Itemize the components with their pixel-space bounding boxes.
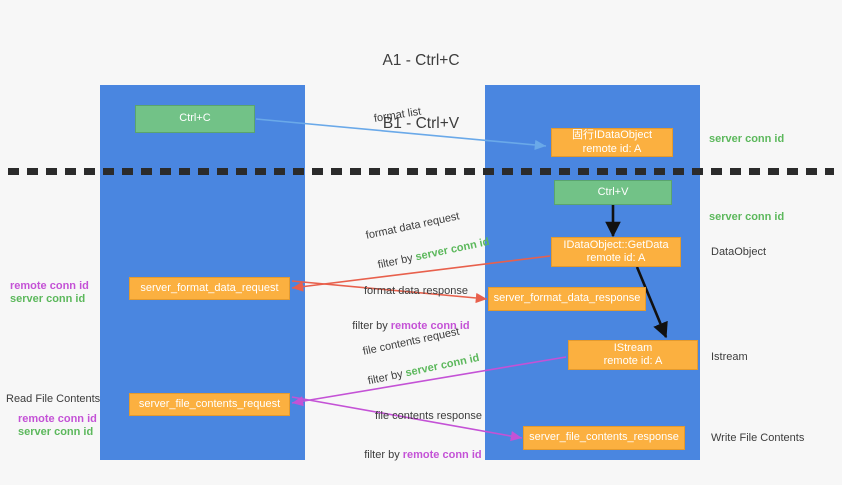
arrow-format-list <box>255 118 547 151</box>
box-server-file-contents-response[interactable]: server_file_contents_response <box>523 426 685 450</box>
filter-prefix: filter by <box>364 449 403 461</box>
filter-value-server-conn-id: server conn id <box>404 351 481 380</box>
filter-value-remote-conn-id: remote conn id <box>402 449 482 461</box>
diagram-title: A1 - Ctrl+C B1 - Ctrl+V <box>0 8 842 176</box>
annotation-dataobject: DataObject <box>711 246 767 258</box>
box-getdata-line2: remote id: A <box>586 252 646 264</box>
filter-value-server-conn-id: server conn id <box>414 235 491 264</box>
arrow-file-contents-response <box>291 396 523 442</box>
box-server-format-data-response[interactable]: server_format_data_response <box>488 287 646 311</box>
annotation-server-conn-id-top: server conn id <box>709 133 785 145</box>
box-server-format-data-request-label: server_format_data_request <box>140 281 279 294</box>
box-server-format-data-request[interactable]: server_format_data_request <box>129 277 290 300</box>
box-server-format-data-response-label: server_format_data_response <box>493 292 641 305</box>
filter-value-remote-conn-id: remote conn id <box>390 320 470 332</box>
box-istream[interactable]: IStream remote id: A <box>568 340 698 370</box>
annotation-server-conn-id-1: server conn id <box>10 293 86 305</box>
filter-prefix: filter by <box>352 320 391 332</box>
title-line-2: B1 - Ctrl+V <box>382 115 460 132</box>
box-istream-line1: IStream <box>613 341 653 354</box>
phase-divider <box>8 168 834 175</box>
box-istream-line2: remote id: A <box>603 355 663 367</box>
edge-label-file-contents-response: file contents response <box>375 410 483 422</box>
title-line-1: A1 - Ctrl+C <box>382 52 460 69</box>
arrow-file-contents-request <box>291 356 567 407</box>
box-ctrl-c-label: Ctrl+C <box>179 112 211 125</box>
annotation-remote-conn-id-1: remote conn id <box>10 280 89 292</box>
edge-label-format-data-response: format data response <box>364 285 468 297</box>
box-idataobject-line2: remote id: A <box>582 142 642 155</box>
annotation-read-file-contents: Read File Contents <box>6 393 101 405</box>
box-ctrl-v-label: Ctrl+V <box>597 185 629 198</box>
annotation-remote-conn-id-2: remote conn id <box>18 413 97 425</box>
edge-label-file-contents-response-filter: filter by remote conn id <box>352 434 482 476</box>
box-idataobject-line1: 固行IDataObject <box>571 129 653 141</box>
box-server-file-contents-request[interactable]: server_file_contents_request <box>129 393 290 416</box>
box-idataobject[interactable]: 固行IDataObject remote id: A <box>551 128 673 157</box>
filter-prefix: filter by <box>366 367 407 388</box>
annotation-write-file-contents: Write File Contents <box>711 432 805 444</box>
arrow-format-data-request <box>291 255 551 292</box>
edge-label-format-data-response-filter: filter by remote conn id <box>340 305 470 347</box>
box-server-file-contents-response-label: server_file_contents_response <box>529 431 679 444</box>
arrow-getdata-to-istream <box>635 266 668 339</box>
box-idataobject-getdata[interactable]: IDataObject::GetData remote id: A <box>551 237 681 267</box>
annotation-istream: Istream <box>711 351 748 363</box>
arrow-format-data-response <box>291 280 488 304</box>
annotation-server-conn-id-2: server conn id <box>18 426 94 438</box>
filter-prefix: filter by <box>376 251 417 272</box>
box-ctrl-v[interactable]: Ctrl+V <box>554 180 672 205</box>
annotation-server-conn-id-mid: server conn id <box>709 211 785 223</box>
box-getdata-line1: IDataObject::GetData <box>563 238 669 251</box>
box-server-file-contents-request-label: server_file_contents_request <box>138 397 281 410</box>
box-ctrl-c[interactable]: Ctrl+C <box>135 105 255 133</box>
